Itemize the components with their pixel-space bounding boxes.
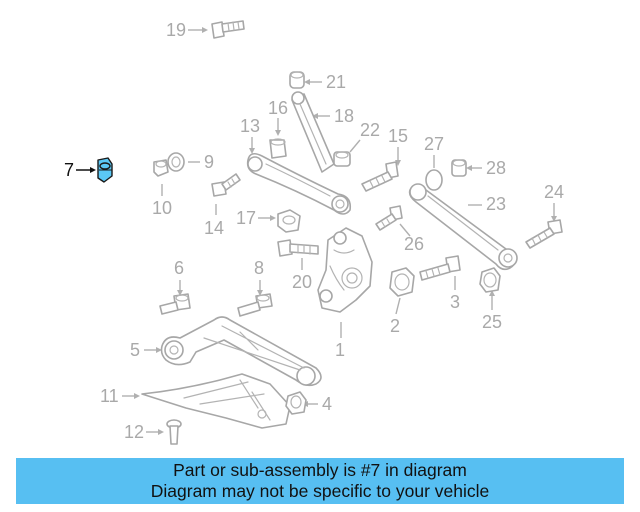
callout-1: 1 [335,322,345,360]
callout-label-25: 25 [482,312,502,332]
bushing-4 [285,391,307,415]
info-banner: Part or sub-assembly is #7 in diagram Di… [16,458,624,504]
callout-label-6: 6 [174,258,184,278]
callout-16: 16 [268,98,288,136]
callout-21: 21 [304,72,346,92]
nut-28 [451,159,467,177]
callout-27: 27 [424,134,444,168]
nut-7-highlighted [97,157,113,183]
mount-17 [277,209,301,233]
callout-18: 18 [312,106,354,126]
callout-14: 14 [204,204,224,238]
shield-11 [141,373,291,429]
callout-label-24: 24 [544,182,564,202]
callout-label-1: 1 [335,340,345,360]
banner-line-1: Part or sub-assembly is #7 in diagram [173,460,467,480]
callout-label-17: 17 [236,208,256,228]
bolt-20 [277,239,319,257]
bolt-26 [375,205,403,231]
callout-24: 24 [544,182,564,222]
callout-label-27: 27 [424,134,444,154]
callout-label-8: 8 [254,258,264,278]
clip-12 [166,419,182,445]
callout-label-19: 19 [166,20,186,40]
callout-26: 26 [399,223,424,254]
callout-7-highlighted: 7 [64,160,96,180]
callout-4: 4 [302,394,332,414]
callout-label-3: 3 [450,292,460,312]
bolt-8 [237,293,273,317]
callout-label-14: 14 [204,218,224,238]
callout-11: 11 [100,386,140,406]
bolt-14 [211,173,241,197]
callout-label-2: 2 [390,316,400,336]
nut-10 [153,159,169,177]
control-arm-23 [408,183,518,271]
callout-20: 20 [292,258,312,292]
callout-label-13: 13 [240,116,260,136]
callout-label-12: 12 [124,422,144,442]
callout-5: 5 [130,340,162,360]
callout-label-15: 15 [388,126,408,146]
callout-10: 10 [152,184,172,218]
lower-control-arm-5 [160,316,322,387]
callout-label-23: 23 [486,194,506,214]
callout-label-16: 16 [268,98,288,118]
callout-6: 6 [174,258,184,296]
callout-label-28: 28 [486,158,506,178]
bushing-2 [389,267,415,297]
callout-label-4: 4 [322,394,332,414]
callout-25: 25 [482,290,502,332]
banner-line-2: Diagram may not be specific to your vehi… [150,481,490,501]
callout-2: 2 [390,297,401,336]
callout-3: 3 [450,276,460,312]
callout-label-7: 7 [64,160,74,180]
nut-21 [289,71,305,89]
bushing-16 [269,138,287,159]
bolt-24 [525,219,563,249]
callout-28: 28 [466,158,506,178]
callout-22: 22 [349,120,380,153]
callout-label-9: 9 [204,152,214,172]
nut-22 [333,151,351,167]
bolt-19 [211,20,245,39]
callout-9: 9 [188,152,214,172]
knuckle-1 [317,227,373,313]
control-arm-13 [246,152,352,215]
bolt-6 [159,293,191,315]
callout-19: 19 [166,20,208,40]
callout-label-11: 11 [100,386,119,406]
callout-12: 12 [124,422,164,442]
bushing-25 [479,267,501,293]
callout-label-5: 5 [130,340,140,360]
callout-label-18: 18 [334,106,354,126]
callout-label-21: 21 [326,72,346,92]
callout-8: 8 [254,258,264,296]
washer-9 [167,152,185,172]
callout-15: 15 [388,126,408,166]
bolt-15 [361,161,399,192]
callout-label-20: 20 [292,272,312,292]
callout-13: 13 [240,116,260,154]
callout-23: 23 [468,194,506,214]
link-18 [291,91,335,173]
ring-27 [425,169,443,191]
callout-label-26: 26 [404,234,424,254]
callout-label-10: 10 [152,198,172,218]
callout-label-22: 22 [360,120,380,140]
callout-17: 17 [236,208,276,228]
bolt-3 [419,255,461,281]
